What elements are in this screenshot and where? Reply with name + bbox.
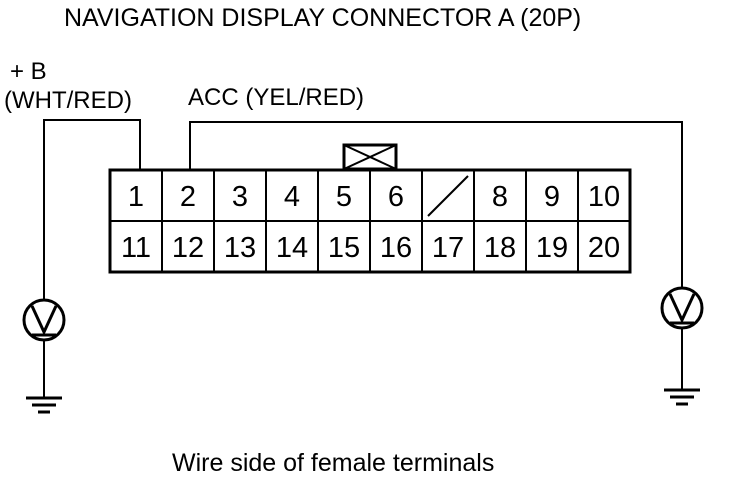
terminal-label: 8	[492, 181, 508, 213]
left-voltmeter-icon	[22, 298, 66, 342]
left-ground-icon	[26, 396, 62, 414]
plus-b-label: + B	[10, 58, 47, 85]
terminal-label: 3	[232, 181, 248, 213]
terminal-label: 15	[328, 232, 360, 264]
terminal-label: 14	[276, 232, 308, 264]
terminal-label: 4	[284, 181, 300, 213]
terminal-label: 1	[128, 181, 144, 213]
blank-terminal-slash	[427, 175, 469, 217]
right-ground-icon	[664, 388, 700, 406]
acc-wire	[189, 121, 683, 288]
connector-lock-tab-icon	[342, 143, 398, 171]
terminal-label: 12	[172, 232, 204, 264]
terminal-label: 13	[224, 232, 256, 264]
terminal-label: 6	[388, 181, 404, 213]
plus-b-wire-color-label: (WHT/RED)	[4, 87, 132, 114]
terminal-label: 11	[121, 232, 151, 264]
terminal-label: 20	[588, 232, 620, 264]
terminal-label: 16	[380, 232, 412, 264]
terminal-label: 17	[432, 232, 464, 264]
acc-label: ACC (YEL/RED)	[188, 84, 365, 111]
terminal-label: 2	[180, 181, 196, 213]
terminal-number-labels: 1 2 3 4 5 6 8 9 10 11 12 13 14 15 16 17 …	[121, 181, 620, 264]
terminal-label: 9	[544, 181, 560, 213]
right-voltmeter-icon	[660, 286, 704, 330]
diagram-caption: Wire side of female terminals	[172, 449, 495, 477]
terminal-label: 5	[336, 181, 352, 213]
plus-b-wire	[43, 119, 141, 300]
diagram-title: NAVIGATION DISPLAY CONNECTOR A (20P)	[64, 4, 582, 32]
terminal-label: 10	[588, 181, 620, 213]
connector-grid	[108, 168, 632, 274]
terminal-label: 18	[484, 232, 516, 264]
terminal-label: 19	[536, 232, 568, 264]
